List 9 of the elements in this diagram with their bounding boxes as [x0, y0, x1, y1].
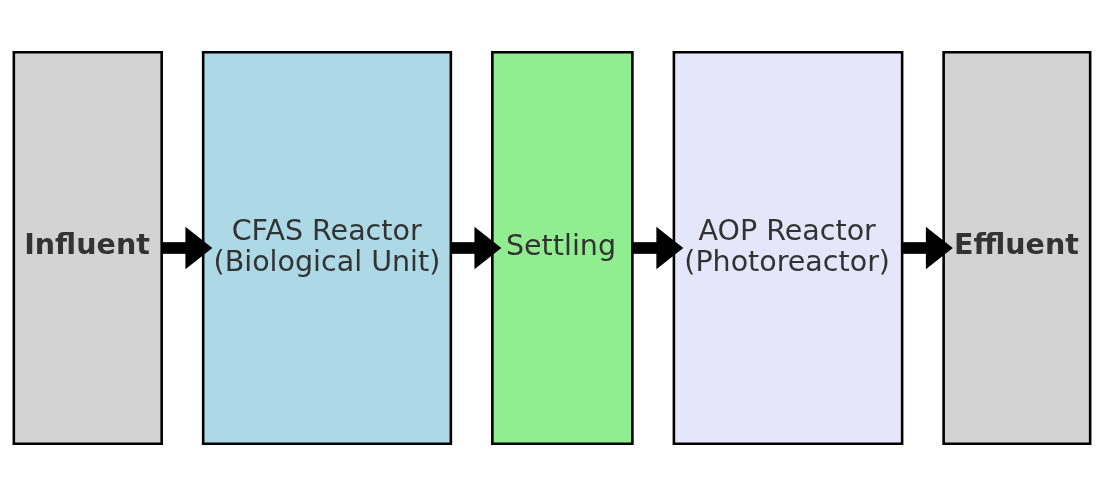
- node-box: CFAS Reactor (Biological Unit): [201, 50, 453, 445]
- arrow: [162, 226, 213, 269]
- arrow: [632, 226, 684, 269]
- node-box: AOP Reactor (Photoreactor): [672, 50, 904, 445]
- node-box: Influent: [12, 50, 163, 445]
- arrow: [902, 226, 953, 269]
- node-box: Effluent: [942, 50, 1092, 445]
- node-box: Settling: [491, 50, 634, 445]
- arrow: [451, 226, 502, 269]
